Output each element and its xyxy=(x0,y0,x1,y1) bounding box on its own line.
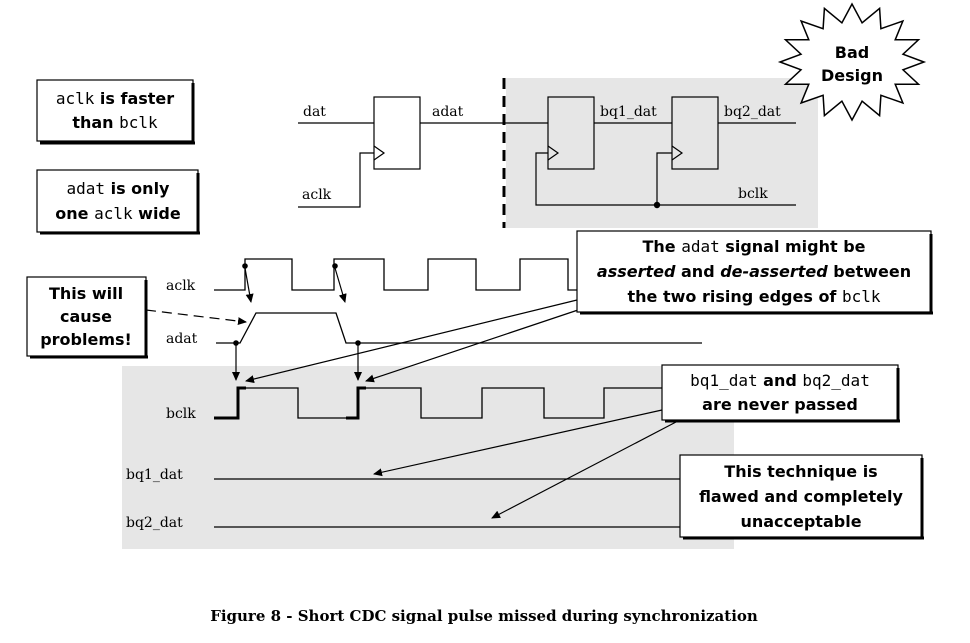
never-passed-arrow-2 xyxy=(491,421,677,519)
note3-line1: This will xyxy=(49,284,123,303)
wave-label-bq1-dat: bq1_dat xyxy=(126,467,183,483)
bq1-flip-flop xyxy=(547,96,595,170)
waveform-labels: aclk adat bclk bq1_dat bq2_dat xyxy=(126,278,198,531)
svg-text:The adat signal might be: The adat signal might be xyxy=(642,237,865,256)
aclk-wire xyxy=(298,152,374,208)
waveforms xyxy=(214,258,734,528)
starburst-shape xyxy=(777,2,927,122)
aclk-to-adat-arrow-2 xyxy=(334,267,347,303)
svg-text:adat is only: adat is only xyxy=(67,179,171,198)
note4-l1b: signal might be xyxy=(720,237,866,256)
adat-label: adat xyxy=(432,104,464,120)
bq1-dat-label: bq1_dat xyxy=(600,104,657,120)
svg-text:one aclk wide: one aclk wide xyxy=(55,204,181,223)
badge-line2: Design xyxy=(821,66,883,85)
note3-line2: cause xyxy=(60,307,112,326)
note4-de-asserted: de-asserted xyxy=(720,262,828,281)
note-adat-signal: The adat signal might be asserted and de… xyxy=(576,230,933,315)
svg-text:bq1_dat and bq2_dat: bq1_dat and bq2_dat xyxy=(690,371,870,390)
note2-text2: one xyxy=(55,204,94,223)
note-aclk-faster: aclk is faster than bclk xyxy=(36,79,195,145)
wave-label-bclk: bclk xyxy=(166,406,196,422)
adat-waveform xyxy=(216,312,702,344)
bq2-flip-flop xyxy=(671,96,719,170)
bclk-wire-ff3 xyxy=(656,152,672,205)
bq2-dat-label: bq2_dat xyxy=(724,104,781,120)
note-flawed: This technique is flawed and completely … xyxy=(679,454,924,540)
adat-flip-flop xyxy=(373,96,421,170)
note6-line1: This technique is xyxy=(724,462,877,481)
bclk-rising-edge-1 xyxy=(214,386,246,420)
ff3-clock-marker xyxy=(671,145,684,161)
note1-text2: than xyxy=(72,113,119,132)
note4-l3a: the two rising edges of xyxy=(627,287,841,306)
aclk-edge-dot-1 xyxy=(242,263,248,269)
svg-text:than bclk: than bclk xyxy=(72,113,158,132)
note5-code-bq1: bq1_dat xyxy=(690,371,757,390)
note2-code-aclk: aclk xyxy=(94,204,133,223)
problems-dashed-pointer xyxy=(145,309,247,326)
note6-line3: unacceptable xyxy=(740,512,861,531)
bclk-label: bclk xyxy=(738,186,768,202)
note6-line2: flawed and completely xyxy=(699,487,903,506)
wave-label-bq2-dat: bq2_dat xyxy=(126,515,183,531)
wave-label-adat: adat xyxy=(166,331,198,347)
badge-line1: Bad xyxy=(835,43,869,62)
never-passed-arrow-1 xyxy=(373,409,663,477)
note5-code-bq2: bq2_dat xyxy=(802,371,869,390)
note1-code-aclk: aclk xyxy=(56,89,95,108)
note4-code-adat: adat xyxy=(681,237,720,256)
aclk-waveform xyxy=(214,258,598,291)
schematic: dat aclk adat bq1_dat bq2_dat bclk xyxy=(298,78,818,228)
adat-note-arrow-2 xyxy=(365,309,579,383)
note4-l1a: The xyxy=(642,237,681,256)
svg-text:asserted and de-asserted betwe: asserted and de-asserted between xyxy=(597,262,911,281)
note1-code-bclk: bclk xyxy=(119,113,158,132)
bclk-wire-ff2 xyxy=(535,152,796,206)
svg-text:aclk is faster: aclk is faster xyxy=(56,89,174,108)
note1-text1: is faster xyxy=(94,89,174,108)
note3-line3: problems! xyxy=(40,330,132,349)
note2-text3: wide xyxy=(133,204,181,223)
bclk-rising-edge-2 xyxy=(346,386,366,420)
bclk-junction xyxy=(653,201,661,209)
ff2-clock-marker xyxy=(547,145,560,161)
callout-arrows xyxy=(145,299,677,519)
adat-dot-2 xyxy=(355,340,361,346)
adat-dot-1 xyxy=(233,340,239,346)
note-cause-problems: This will cause problems! xyxy=(26,276,148,359)
note2-text1: is only xyxy=(105,179,170,198)
aclk-edge-dot-2 xyxy=(332,263,338,269)
bclk-domain-timing-region xyxy=(122,366,734,549)
adat-note-arrow-1 xyxy=(245,299,578,383)
ff1-clock-marker xyxy=(373,145,386,161)
aclk-to-adat-arrow-1 xyxy=(244,267,254,303)
note5-and: and xyxy=(758,371,803,390)
note4-asserted: asserted xyxy=(597,262,676,281)
wave-label-aclk: aclk xyxy=(166,278,196,294)
note4-code-bclk: bclk xyxy=(842,287,881,306)
note5-line2: are never passed xyxy=(702,395,858,414)
note-adat-one-wide: adat is only one aclk wide xyxy=(36,169,200,235)
dat-label: dat xyxy=(303,104,326,120)
note-never-passed: bq1_dat and bq2_dat are never passed xyxy=(661,364,900,423)
note4-and: and xyxy=(675,262,720,281)
aclk-label: aclk xyxy=(302,187,332,203)
bclk-waveform xyxy=(214,387,676,419)
svg-text:the two rising edges of bclk: the two rising edges of bclk xyxy=(627,287,880,306)
note2-code-adat: adat xyxy=(67,179,106,198)
note4-between: between xyxy=(828,262,911,281)
figure-caption: Figure 8 - Short CDC signal pulse missed… xyxy=(210,607,758,625)
bad-design-badge: Bad Design xyxy=(777,2,927,122)
